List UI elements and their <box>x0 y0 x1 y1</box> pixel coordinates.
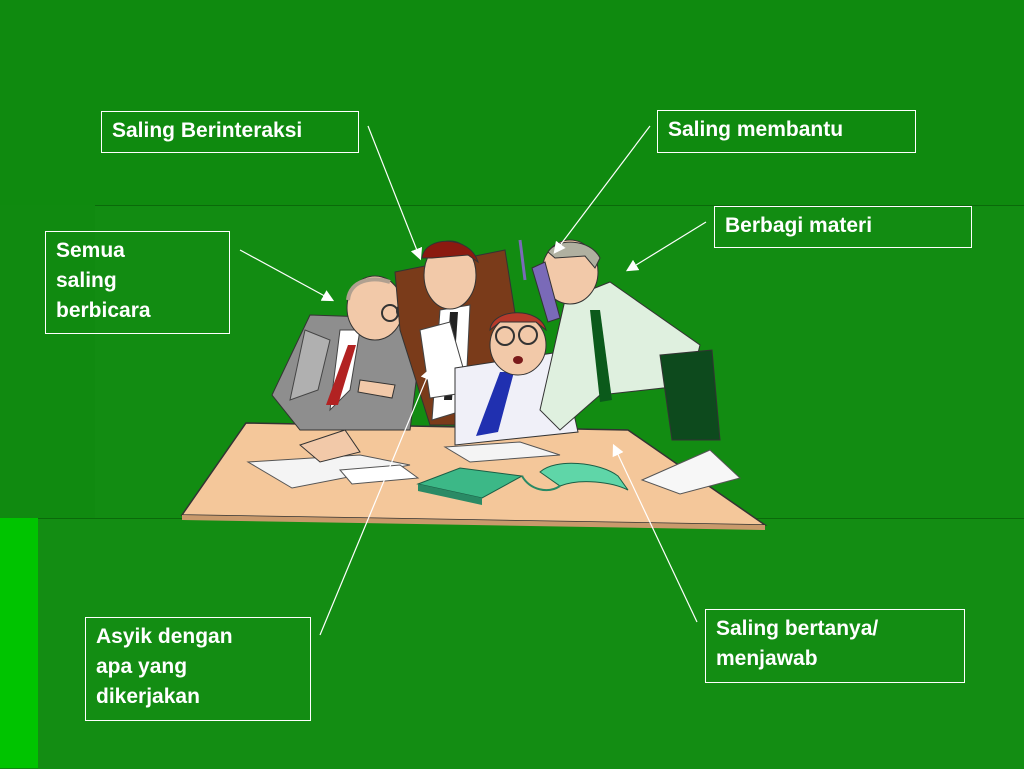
arrow-asyik-dengan <box>319 367 432 636</box>
arrow-saling-berinteraksi <box>367 125 423 261</box>
man-seated-center <box>454 312 579 446</box>
label-semua-saling-berbicara: Semua saling berbicara <box>45 231 230 334</box>
paper-right <box>640 449 742 495</box>
man-striped-shirt <box>518 239 721 441</box>
label-asyik-dengan: Asyik dengan apa yang dikerjakan <box>85 617 311 721</box>
background-bright-left-strip <box>0 518 38 768</box>
label-asyik-line-2: apa yang <box>96 655 188 678</box>
label-bertanya-line-1: Saling bertanya/ <box>716 617 879 640</box>
background-top-band <box>0 0 1024 205</box>
label-saling-berinteraksi-text: Saling Berinteraksi <box>112 119 303 142</box>
label-asyik-line-3: dikerjakan <box>96 685 200 708</box>
label-saling-membantu-text: Saling membantu <box>668 118 844 141</box>
label-saling-bertanya: Saling bertanya/ menjawab <box>705 609 965 683</box>
label-asyik-line-1: Asyik dengan <box>96 625 233 648</box>
label-berbagi-materi: Berbagi materi <box>714 206 972 248</box>
telephone <box>416 462 629 505</box>
man-grey-suit <box>271 275 421 463</box>
label-semua-line-1: Semua <box>56 239 125 262</box>
arrow-berbagi-materi <box>625 221 707 272</box>
label-berbagi-materi-text: Berbagi materi <box>725 214 873 237</box>
arrow-semua-saling-berbicara <box>239 249 335 302</box>
arrow-saling-membantu <box>553 125 651 254</box>
label-saling-berinteraksi: Saling Berinteraksi <box>101 111 359 153</box>
background-left-strip <box>0 205 95 518</box>
label-saling-membantu: Saling membantu <box>657 110 916 153</box>
label-semua-line-3: berbicara <box>56 299 151 322</box>
label-semua-line-2: saling <box>56 269 117 292</box>
label-bertanya-line-2: menjawab <box>716 647 818 670</box>
paper-middle <box>443 441 561 463</box>
arrow-saling-bertanya <box>612 443 698 623</box>
